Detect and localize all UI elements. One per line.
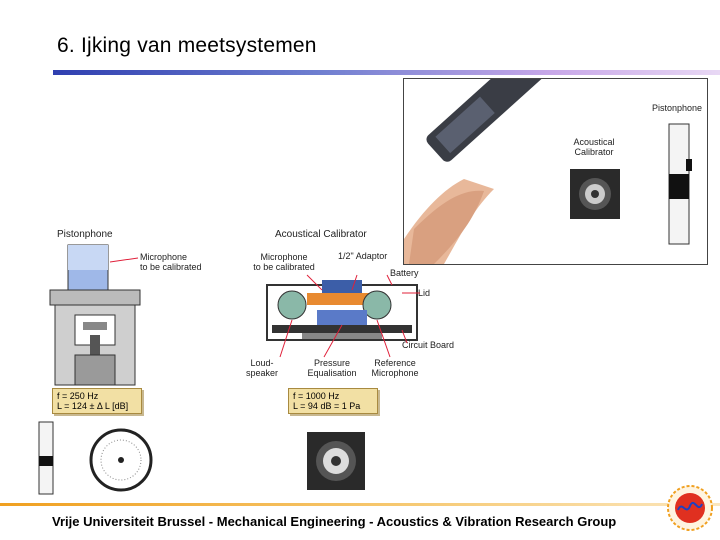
calibrator-mic-label-1: Microphone [260, 252, 308, 262]
calibrator-mic-label: Microphone to be calibrated [246, 252, 322, 272]
pistonphone-spec-line-2: L = 124 ± Δ L [dB] [57, 401, 129, 411]
pistonphone-mic-label: Microphone to be calibrated [140, 252, 202, 272]
vub-logo-icon [667, 485, 713, 531]
calibrator-loudspeaker-2: speaker [245, 368, 279, 378]
calibrator-pressure-label: Pressure Equalisation [302, 358, 362, 378]
calibrator-mic-label-2: to be calibrated [253, 262, 315, 272]
calibrator-loudspeaker-1: Loud- [250, 358, 274, 368]
pistonphone-bottom-photo [38, 421, 153, 495]
calibrator-reference-label: Reference Microphone [364, 358, 426, 378]
calibrator-photo: Pistonphone Acoustical Calibrator [403, 78, 708, 265]
calibrator-diagram [266, 274, 420, 358]
calibrator-spec-line-1: f = 1000 Hz [293, 391, 340, 401]
title-rule [53, 70, 720, 75]
pistonphone-heading: Pistonphone [57, 229, 113, 240]
calibrator-bottom-photo [307, 432, 365, 490]
calibrator-circuit-board-label: Circuit Board [402, 340, 455, 350]
pistonphone-mic-label-2: to be calibrated [140, 262, 202, 272]
photo-illustration [404, 79, 692, 264]
slide-title: 6. Ijking van meetsystemen [57, 34, 317, 57]
calibrator-reference-1: Reference [374, 358, 416, 368]
calibrator-reference-2: Microphone [371, 368, 419, 378]
calibrator-spec-line-2: L = 94 dB = 1 Pa [293, 401, 361, 411]
pistonphone-mic-label-1: Microphone [140, 252, 188, 262]
calibrator-loudspeaker-label: Loud- speaker [240, 358, 284, 378]
photo-label-calibrator: Calibrator [574, 147, 614, 157]
calibrator-spec-box: f = 1000 Hz L = 94 dB = 1 Pa [288, 388, 378, 414]
photo-label-acoustical-calibrator: Acoustical Calibrator [568, 137, 620, 157]
photo-label-acoustical: Acoustical [573, 137, 615, 147]
pistonphone-diagram [49, 244, 141, 386]
calibrator-pressure-2: Equalisation [307, 368, 357, 378]
calibrator-lid-label: Lid [418, 288, 431, 298]
calibrator-pressure-1: Pressure [313, 358, 350, 368]
pistonphone-spec-box: f = 250 Hz L = 124 ± Δ L [dB] [52, 388, 142, 414]
calibrator-battery-label: Battery [390, 268, 419, 278]
calibrator-heading: Acoustical Calibrator [275, 229, 367, 240]
calibrator-adaptor-label: 1/2" Adaptor [338, 251, 388, 261]
footer-rule [0, 503, 720, 506]
footer-text: Vrije Universiteit Brussel - Mechanical … [52, 514, 617, 529]
photo-label-pistonphone: Pistonphone [652, 103, 703, 113]
pistonphone-spec-line-1: f = 250 Hz [57, 391, 99, 401]
